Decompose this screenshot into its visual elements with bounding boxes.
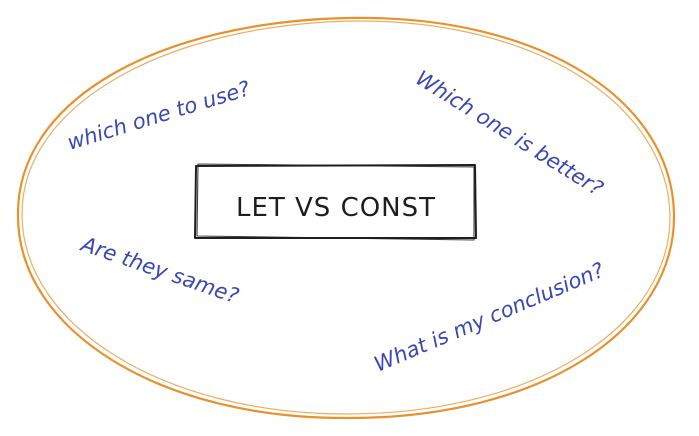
question-what-is-my-conclusion: What is my conclusion? bbox=[371, 258, 608, 377]
center-label: LET VS CONST bbox=[236, 193, 436, 223]
question-which-one-to-use: which one to use? bbox=[64, 76, 252, 154]
center-box bbox=[194, 163, 477, 241]
question-are-they-same: Are they same? bbox=[76, 231, 241, 308]
outer-ellipse bbox=[16, 16, 676, 420]
question-which-one-is-better: Which one is better? bbox=[411, 66, 607, 201]
